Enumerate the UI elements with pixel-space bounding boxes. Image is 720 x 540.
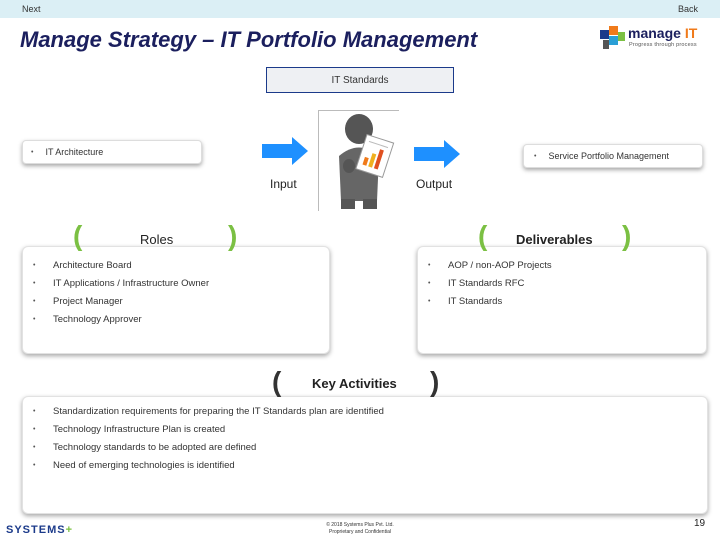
copyright-line: © 2018 Systems Plus Pvt. Ltd.: [326, 522, 394, 528]
output-bar-label: Service Portfolio Management: [548, 151, 670, 161]
list-item: •Project Manager: [33, 295, 123, 307]
list-item: •Technology standards to be adopted are …: [33, 441, 257, 453]
bracket-icon: ): [228, 220, 238, 251]
roles-heading: Roles: [140, 232, 174, 247]
top-nav-bar: [0, 0, 720, 18]
roles-panel: [22, 246, 330, 354]
bracket-icon: (: [478, 220, 488, 251]
logo-tagline: Progress through process: [629, 42, 697, 48]
list-item: •IT Applications / Infrastructure Owner: [33, 277, 210, 289]
logo-blocks-icon: [600, 26, 625, 49]
key-activities-panel: [22, 396, 708, 514]
person-chart-figure: [318, 110, 399, 211]
brand-logo: manage IT: [628, 25, 697, 41]
key-activities-heading: Key Activities: [312, 376, 397, 391]
bracket-icon: (: [272, 366, 282, 397]
person-chart-icon: [339, 114, 395, 209]
deliverables-list: •AOP / non-AOP Projects •IT Standards RF…: [428, 256, 552, 310]
page-title: Manage Strategy – IT Portfolio Managemen…: [20, 27, 478, 52]
bracket-icon: (: [73, 220, 83, 251]
list-item: •IT Standards: [428, 295, 503, 307]
copyright-line: Proprietary and Confidential: [329, 529, 391, 535]
arrow-right-icon: [414, 140, 460, 168]
logo-word: manage: [628, 25, 681, 41]
bullet-icon: •: [31, 148, 34, 156]
bracket-icon: ): [430, 366, 440, 397]
deliverables-panel: [417, 246, 707, 354]
arrow-right-icon: [262, 137, 308, 165]
output-label: Output: [416, 177, 453, 191]
list-item: •Technology Infrastructure Plan is creat…: [33, 423, 226, 435]
list-item: •Standardization requirements for prepar…: [33, 405, 384, 417]
input-bar-label: IT Architecture: [45, 147, 104, 157]
next-link[interactable]: Next: [22, 4, 41, 14]
output-bar: • Service Portfolio Management: [523, 144, 703, 168]
footer-brand-logo: SYSTEMS+: [6, 524, 73, 536]
roles-list: •Architecture Board •IT Applications / I…: [33, 256, 209, 328]
list-item: •IT Standards RFC: [428, 277, 525, 289]
footer-brand-plus: +: [65, 524, 74, 536]
input-bar: • IT Architecture: [22, 140, 202, 164]
input-label: Input: [270, 177, 297, 191]
back-link[interactable]: Back: [678, 4, 699, 14]
key-activities-list: •Standardization requirements for prepar…: [33, 402, 384, 474]
list-item: •AOP / non-AOP Projects: [428, 259, 552, 271]
page-number: 19: [694, 518, 706, 529]
footer-brand: SYSTEMS: [6, 524, 66, 536]
list-item: •Technology Approver: [33, 313, 142, 325]
list-item: •Need of emerging technologies is identi…: [33, 459, 235, 471]
copyright-notice: © 2018 Systems Plus Pvt. Ltd. Proprietar…: [300, 522, 420, 536]
it-standards-box: IT Standards: [266, 67, 454, 93]
list-item: •Architecture Board: [33, 259, 132, 271]
bracket-icon: ): [622, 220, 632, 251]
logo-accent: IT: [684, 25, 698, 41]
bullet-icon: •: [534, 152, 537, 160]
deliverables-heading: Deliverables: [516, 232, 593, 247]
